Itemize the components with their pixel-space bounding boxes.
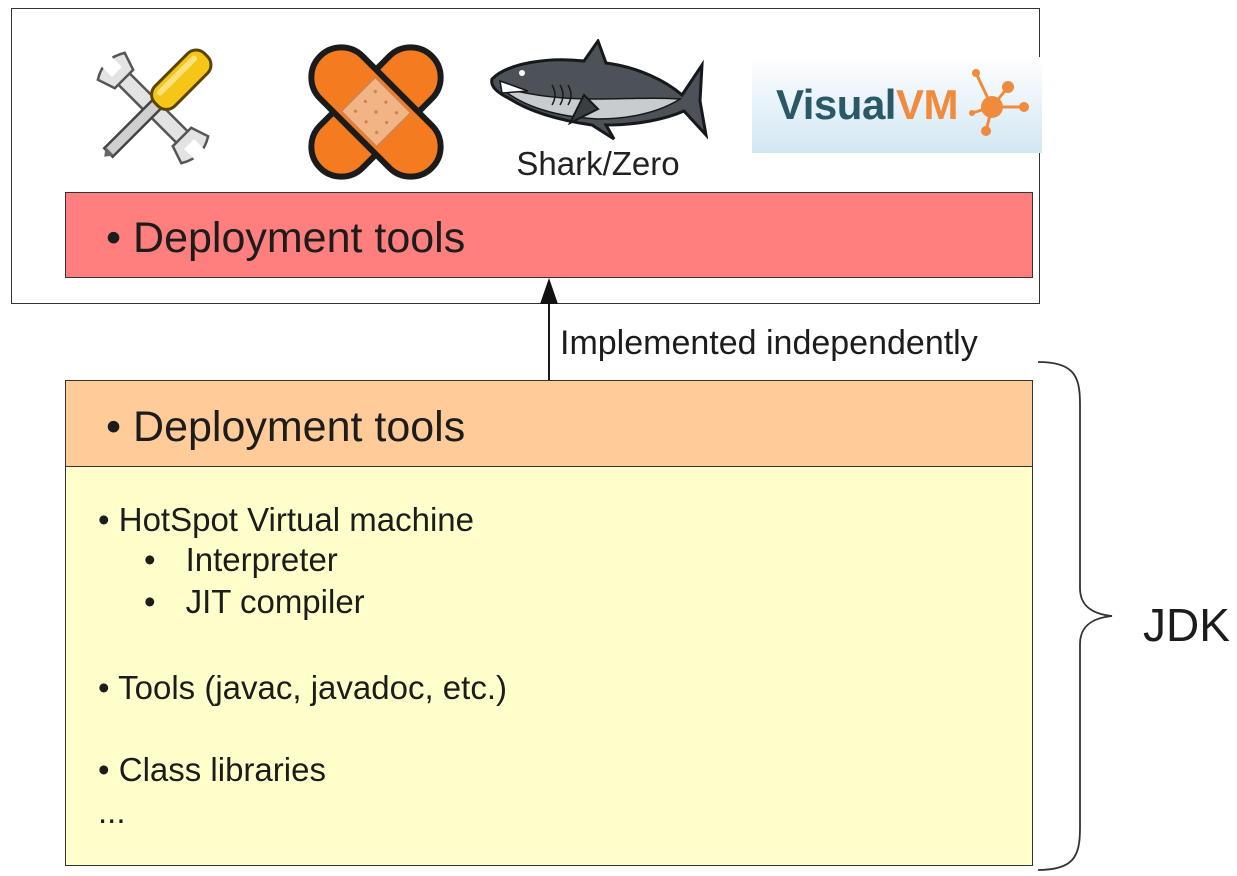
- jdk-brace: [1037, 361, 1113, 871]
- jdk-deployment-tools-title: • Deployment tools: [106, 403, 465, 452]
- bullet: •: [106, 403, 122, 451]
- deployment-tools-label: Deployment tools: [133, 214, 466, 262]
- list-item-hotspot: • HotSpot Virtual machine: [98, 501, 474, 539]
- list-item-tools: • Tools (javac, javadoc, etc.): [98, 669, 507, 707]
- deployment-tools-jdk: • Deployment tools: [66, 381, 1032, 467]
- bullet: •: [144, 541, 156, 578]
- shark-zero-caption: Shark/Zero: [516, 145, 680, 182]
- visualvm-logo: VisualVM: [752, 57, 1042, 153]
- shark-icon: [490, 39, 708, 141]
- sub-item-interpreter: • Interpreter: [144, 541, 338, 579]
- list-item-class-libraries: • Class libraries: [98, 751, 326, 789]
- sub-item-jit: • JIT compiler: [144, 583, 365, 621]
- bullet: •: [144, 583, 156, 620]
- interpreter-label: Interpreter: [185, 541, 338, 578]
- ellipsis: ...: [98, 793, 126, 830]
- bullet: •: [106, 214, 122, 262]
- visualvm-logo-visual: Visual: [776, 81, 896, 128]
- class-libraries-label: Class libraries: [118, 751, 326, 788]
- tools-icon: [96, 48, 213, 165]
- bandage-icon: [308, 44, 444, 180]
- jdk-box: • Deployment tools • HotSpot Virtual mac…: [65, 380, 1033, 866]
- bullet: •: [98, 751, 110, 788]
- bullet: •: [98, 501, 110, 538]
- visualvm-graph-icon: [969, 69, 1029, 136]
- hotspot-label: HotSpot Virtual machine: [118, 501, 474, 538]
- deployment-tools-independent: • Deployment tools: [65, 192, 1033, 278]
- implemented-arrow: [540, 278, 558, 382]
- visualvm-logo-vm: VM: [895, 81, 959, 128]
- visualvm-logo-text: VisualVM: [776, 81, 958, 129]
- jdk-deployment-tools-label: Deployment tools: [133, 403, 466, 451]
- jit-compiler-label: JIT compiler: [185, 583, 365, 620]
- implemented-independently-label: Implemented independently: [560, 324, 978, 362]
- tools-label: Tools (javac, javadoc, etc.): [118, 669, 507, 706]
- deployment-tools-title: • Deployment tools: [106, 214, 465, 263]
- bullet: •: [98, 669, 110, 706]
- jdk-label: JDK: [1143, 599, 1230, 651]
